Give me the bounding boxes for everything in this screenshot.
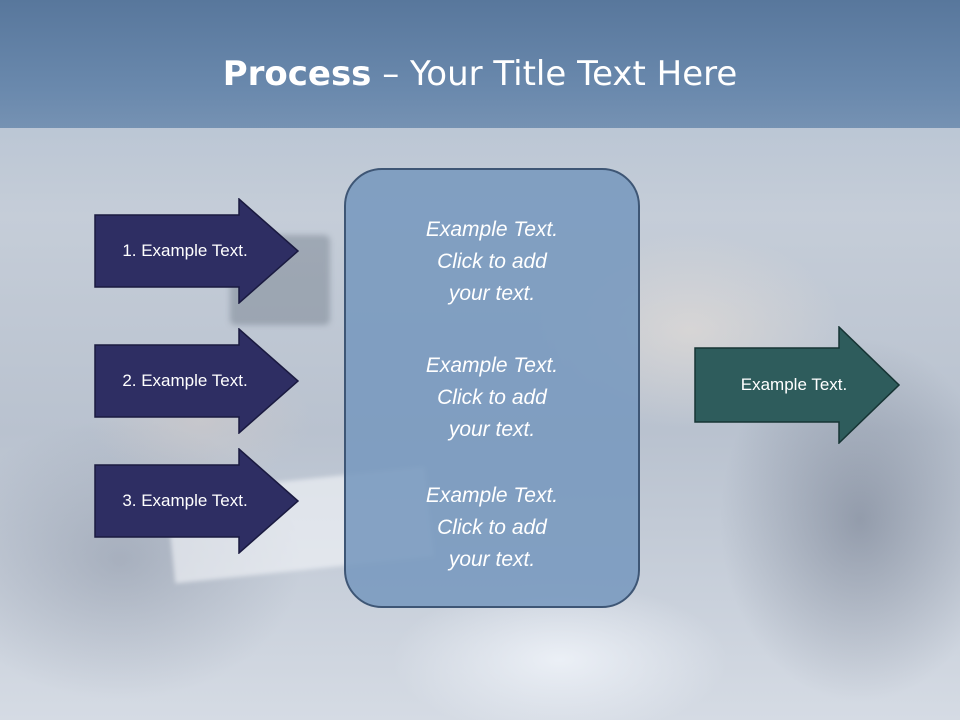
input-arrow-label: 3. Example Text. (122, 491, 248, 510)
input-arrow-1[interactable]: 1. Example Text. (94, 198, 299, 304)
arrow-shape (694, 326, 900, 444)
center-text-block-1[interactable]: Example Text. Click to add your text. (346, 214, 638, 310)
input-arrow-label: 1. Example Text. (122, 241, 248, 260)
center-text-line: your text. (448, 418, 536, 441)
output-arrow[interactable]: Example Text. (694, 326, 900, 444)
center-text-line: Example Text. (425, 484, 559, 507)
slide-title[interactable]: Process – Your Title Text Here (0, 52, 960, 96)
center-text-block-2[interactable]: Example Text. Click to add your text. (346, 350, 638, 446)
title-bar (0, 0, 960, 128)
center-text-line: Example Text. (425, 218, 559, 241)
output-arrow-label: Example Text. (740, 375, 848, 394)
input-arrow-label: 2. Example Text. (122, 371, 248, 390)
arrow-shape (94, 448, 299, 554)
center-text-line: Example Text. (425, 354, 559, 377)
title-bold: Process (222, 54, 372, 94)
center-text-line: your text. (448, 282, 536, 305)
title-rest: – Your Title Text Here (371, 54, 738, 94)
center-text-line: your text. (448, 548, 536, 571)
center-text-block-3[interactable]: Example Text. Click to add your text. (346, 480, 638, 576)
arrow-shape (94, 198, 299, 304)
center-text-line: Click to add (437, 386, 547, 409)
center-process-box[interactable]: Example Text. Click to add your text. Ex… (344, 168, 640, 608)
center-text-line: Click to add (437, 516, 547, 539)
arrow-shape (94, 328, 299, 434)
input-arrow-3[interactable]: 3. Example Text. (94, 448, 299, 554)
center-text-line: Click to add (437, 250, 547, 273)
input-arrow-2[interactable]: 2. Example Text. (94, 328, 299, 434)
